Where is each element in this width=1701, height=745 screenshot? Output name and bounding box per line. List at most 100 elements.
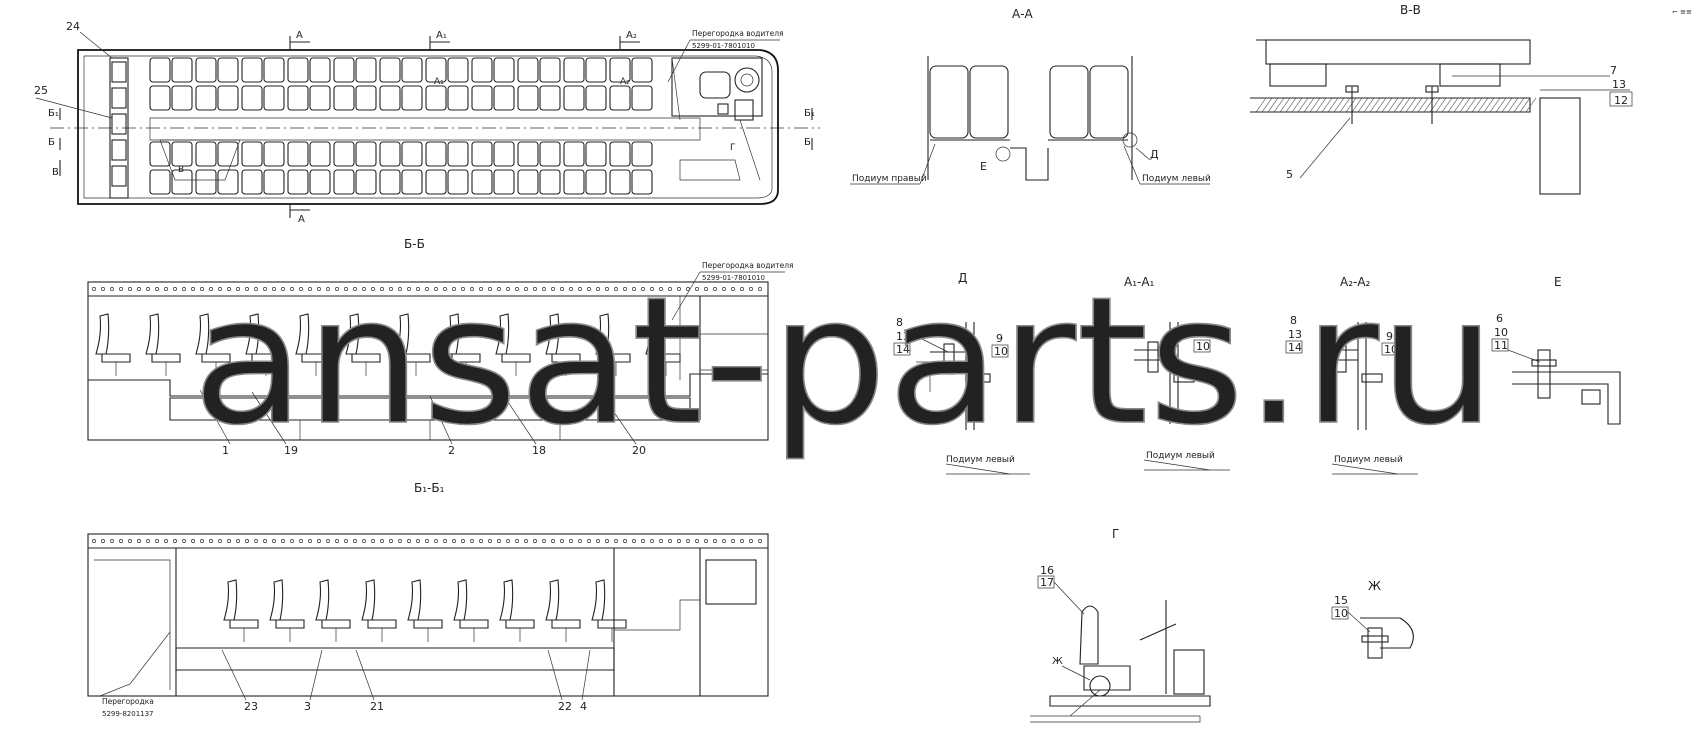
hatch-line bbox=[1273, 97, 1285, 113]
rivet bbox=[722, 287, 726, 291]
seat bbox=[447, 85, 469, 111]
seat bbox=[447, 141, 469, 167]
section-b1b1-title: Б₁-Б₁ bbox=[414, 481, 445, 495]
podium-left-a2-label: Подиум левый bbox=[1334, 455, 1403, 465]
hatch-line bbox=[1387, 97, 1399, 113]
rivet bbox=[416, 287, 420, 291]
seat bbox=[171, 85, 193, 111]
rivet bbox=[227, 287, 231, 291]
seat bbox=[471, 169, 493, 195]
hatch-line bbox=[1489, 97, 1501, 113]
seat bbox=[379, 141, 401, 167]
rivet bbox=[110, 287, 114, 291]
rivet bbox=[596, 539, 600, 543]
seat bbox=[447, 57, 469, 83]
seat bbox=[355, 85, 377, 111]
rivet bbox=[308, 287, 312, 291]
marker-a2-top: А₂ bbox=[626, 30, 637, 41]
rivet bbox=[677, 539, 681, 543]
hatch-line bbox=[1309, 97, 1321, 113]
marker-a-bottom: А bbox=[298, 214, 305, 225]
a2-callout-8: 8 bbox=[1290, 314, 1297, 327]
marker-b1-left: Б₁ bbox=[48, 108, 59, 119]
section-bb-title: Б-Б bbox=[404, 237, 425, 251]
rivet bbox=[407, 539, 411, 543]
g-callout-zh: Ж bbox=[1052, 656, 1063, 667]
seat bbox=[171, 57, 193, 83]
hatch-line bbox=[1363, 97, 1375, 113]
rivet bbox=[479, 287, 483, 291]
seat bbox=[309, 85, 331, 111]
rivet bbox=[200, 539, 204, 543]
rivet bbox=[659, 539, 663, 543]
seat bbox=[287, 169, 309, 195]
seat bbox=[333, 57, 355, 83]
seat-back bbox=[445, 313, 460, 355]
rivet bbox=[227, 539, 231, 543]
rivet bbox=[371, 539, 375, 543]
d-callout-10: 10 bbox=[994, 345, 1008, 358]
detail-e: Е 6 10 11 bbox=[1491, 275, 1621, 425]
seat-cushion bbox=[413, 619, 443, 629]
rivet bbox=[506, 287, 510, 291]
rivet bbox=[605, 539, 609, 543]
marker-b-left: Б bbox=[48, 137, 55, 148]
detail-g: Г 16 17 Ж bbox=[1030, 527, 1211, 723]
rivet bbox=[281, 287, 285, 291]
rivet bbox=[560, 539, 564, 543]
seat bbox=[149, 57, 171, 83]
bb-callout-2: 2 bbox=[448, 444, 455, 457]
seat bbox=[333, 85, 355, 111]
seat bbox=[401, 57, 423, 83]
seat bbox=[217, 57, 239, 83]
rivet bbox=[182, 287, 186, 291]
g-callout-16: 16 bbox=[1040, 564, 1054, 577]
seat bbox=[609, 57, 631, 83]
seat bbox=[171, 169, 193, 195]
rivet bbox=[551, 539, 555, 543]
hatch-line bbox=[1495, 97, 1507, 113]
rivet bbox=[101, 287, 105, 291]
section-b1b1: Б₁-Б₁ Перегородка 5299-8201137 23 3 21 2… bbox=[87, 481, 769, 718]
rivet bbox=[353, 539, 357, 543]
seat bbox=[563, 141, 585, 167]
rivet bbox=[290, 287, 294, 291]
seat bbox=[539, 57, 561, 83]
vv-callout-12: 12 bbox=[1614, 94, 1628, 107]
hatch-line bbox=[1399, 97, 1411, 113]
rivet bbox=[335, 287, 339, 291]
seat-cushion bbox=[505, 619, 535, 629]
rivet bbox=[407, 287, 411, 291]
marker-b1-right: Б₁ bbox=[804, 108, 815, 119]
seat bbox=[401, 169, 423, 195]
bb-callout-18: 18 bbox=[532, 444, 546, 457]
marker-b-right: Б bbox=[804, 137, 811, 148]
driver-partition-code: 5299-01-7801010 bbox=[692, 42, 755, 50]
corner-mark: ⌐ ≡≡ bbox=[1672, 8, 1692, 16]
rivet bbox=[236, 539, 240, 543]
section-aa: А-А Д Е Подиум правый Подиум левый bbox=[850, 7, 1211, 185]
hatch-line bbox=[1261, 97, 1273, 113]
section-vv-title: В-В bbox=[1400, 3, 1421, 17]
detail-zh: Ж 15 10 bbox=[1331, 579, 1414, 659]
seat-cushion bbox=[321, 619, 351, 629]
rivet bbox=[578, 539, 582, 543]
seat-rows-upper bbox=[149, 57, 653, 111]
e-callout-11: 11 bbox=[1494, 339, 1508, 352]
seat bbox=[379, 85, 401, 111]
seat bbox=[263, 85, 285, 111]
hatch-line bbox=[1411, 97, 1423, 113]
hatch-line bbox=[1255, 97, 1267, 113]
rivet bbox=[398, 287, 402, 291]
seat-cushion bbox=[351, 353, 381, 363]
section-arrows-top bbox=[59, 36, 813, 218]
rivet bbox=[596, 287, 600, 291]
a1-callout-8: 8 bbox=[1098, 310, 1105, 323]
rivet bbox=[173, 287, 177, 291]
bb-callout-1: 1 bbox=[222, 444, 229, 457]
rivet bbox=[686, 287, 690, 291]
rivet bbox=[245, 539, 249, 543]
seat bbox=[195, 141, 217, 167]
